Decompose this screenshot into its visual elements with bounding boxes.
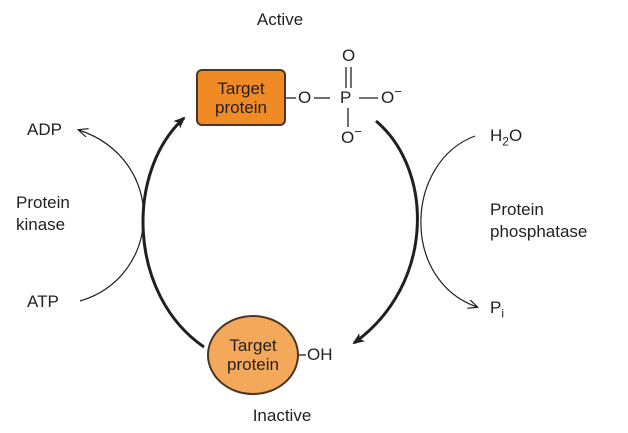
water-o: O	[508, 126, 523, 145]
phosphatase-line2: phosphatase	[490, 222, 588, 241]
active-box-line2: protein	[215, 97, 267, 117]
pi-label: Pi	[490, 298, 505, 321]
water-to-pi-arrow	[420, 135, 477, 307]
inactive-label: Inactive	[252, 406, 312, 425]
water-subscript: 2	[502, 134, 509, 149]
phosphate-right-oxygen-charge: −	[394, 84, 402, 99]
pi-p: P	[490, 298, 502, 317]
phosphatase-line1: Protein	[490, 200, 544, 219]
phosphate-bottom-oxygen: O−	[341, 124, 362, 148]
phosphate-bottom-oxygen-charge: −	[354, 124, 362, 139]
active-label: Active	[256, 10, 304, 29]
protein-phosphatase-label: Protein phosphatase	[490, 199, 587, 243]
atp-label: ATP	[27, 292, 59, 311]
pi-subscript: i	[501, 306, 505, 321]
active-box-line1: Target	[217, 78, 265, 98]
adp-label: ADP	[27, 120, 62, 139]
hydroxyl-group: OH	[307, 345, 333, 364]
kinase-line1: Protein	[16, 193, 70, 212]
inactive-circle-line1: Target	[229, 336, 277, 355]
phosphate-bottom-oxygen-symbol: O	[341, 128, 355, 147]
water-h: H	[490, 126, 503, 145]
inactive-circle-line2: protein	[227, 355, 279, 374]
inactive-target-protein-circle: Target protein	[207, 315, 299, 395]
dephosphorylation-arrow	[352, 119, 419, 345]
phosphate-right-oxygen-symbol: O	[381, 88, 395, 107]
kinase-line2: kinase	[16, 215, 66, 234]
phosphorus-atom: P	[340, 88, 352, 107]
active-target-protein-box: Target protein	[196, 69, 286, 126]
phosphate-bridge-oxygen: O	[298, 88, 312, 107]
atp-to-adp-arrow	[79, 130, 145, 302]
phosphate-right-oxygen: O−	[381, 84, 402, 108]
protein-kinase-label: Protein kinase	[16, 192, 70, 236]
water-label: H2O	[490, 126, 523, 149]
phosphate-top-oxygen: O	[342, 46, 356, 65]
phosphorylation-arrow	[141, 116, 205, 349]
phosphate-bonds	[286, 67, 378, 356]
